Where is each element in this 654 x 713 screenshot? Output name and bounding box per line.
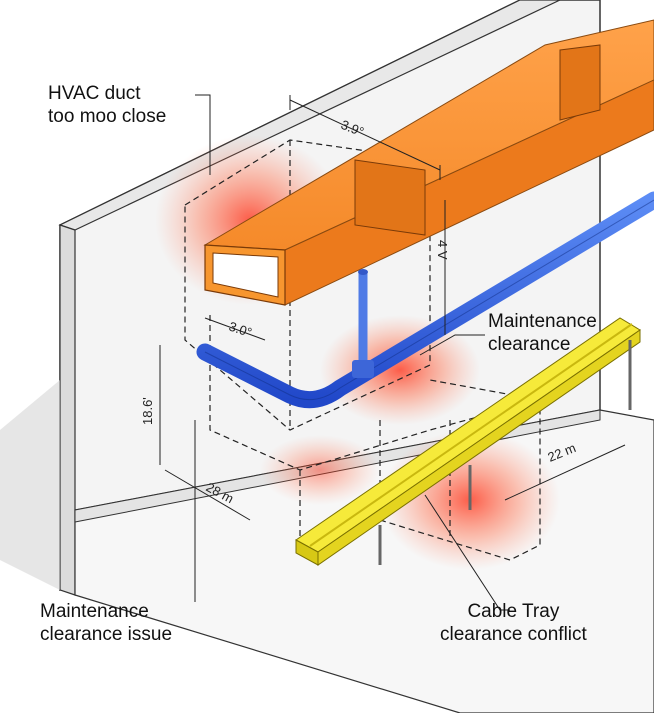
floor-conflict-glow	[260, 435, 380, 505]
callout-cable-tray: Cable Tray clearance conflict	[440, 600, 587, 646]
water-pipe	[196, 191, 654, 409]
wall-left-face	[59, 224, 76, 596]
leader-cable-tray	[424, 494, 510, 611]
callout-tray-line2: clearance conflict	[440, 624, 587, 645]
left-shadow	[0, 380, 60, 590]
callout-hvac-line2: too moo close	[48, 106, 167, 127]
callout-maintenance-line1: Maintenance	[488, 311, 597, 332]
leader-maintenance-clearance	[419, 334, 485, 356]
callout-leaders	[194, 94, 510, 611]
callout-maintenance-issue: Maintenance clearance issue	[40, 600, 172, 646]
callout-hvac-line1: HVAC duct	[48, 83, 141, 104]
dim-duct-height: 4 V	[435, 240, 450, 260]
pipe-conflict-glow	[320, 315, 480, 425]
dim-vertical-left: 18.6'	[140, 397, 155, 425]
callout-issue-line1: Maintenance	[40, 601, 149, 622]
callout-maintenance-line2: clearance	[488, 334, 571, 355]
callout-hvac-duct: HVAC duct too moo close	[48, 82, 166, 128]
cable-tray	[295, 317, 641, 566]
duct-flange	[354, 159, 426, 236]
dimension-lines	[159, 95, 626, 521]
callout-issue-line2: clearance issue	[40, 624, 173, 645]
callout-tray-line1: Cable Tray	[467, 601, 560, 622]
hvac-duct	[203, 19, 654, 306]
callout-maintenance-clearance: Maintenance clearance	[488, 310, 597, 356]
pipe-tee	[352, 360, 374, 378]
leader-hvac	[195, 94, 211, 175]
dim-duct-front: 3.0°	[227, 319, 254, 340]
